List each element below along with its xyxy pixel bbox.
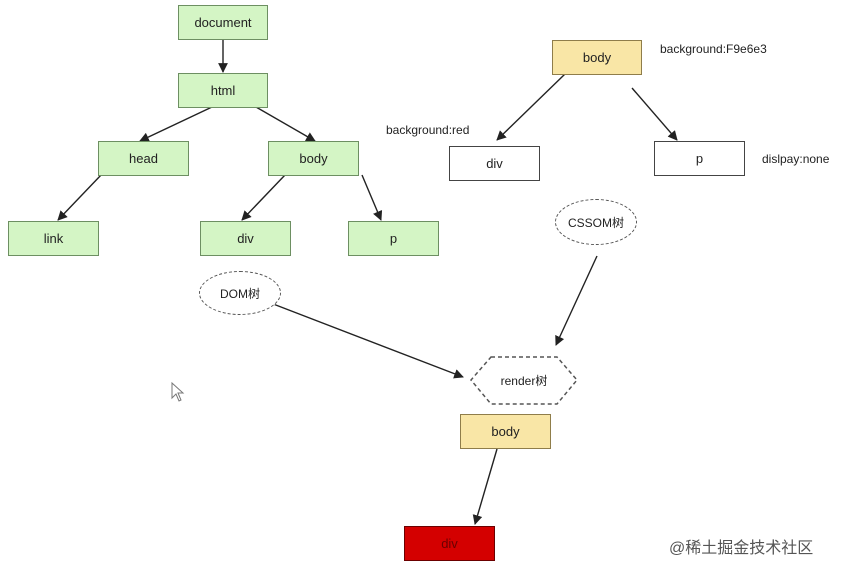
watermark: @稀土掘金技术社区 bbox=[669, 540, 814, 557]
render-node-body: body bbox=[460, 414, 551, 449]
mouse-cursor-icon bbox=[171, 381, 185, 402]
dom-node-link: link bbox=[8, 221, 99, 256]
dom-node-html: html bbox=[178, 73, 268, 108]
cssom-node-div: div bbox=[449, 146, 540, 181]
cssom-node-body: body bbox=[552, 40, 642, 75]
edge-dom-render bbox=[267, 301, 464, 379]
dom-node-document: document bbox=[178, 5, 268, 40]
dom-tree-label: DOM树 bbox=[199, 271, 281, 315]
render-tree-label: render树 bbox=[500, 374, 548, 388]
dom-node-p: p bbox=[348, 221, 439, 256]
dom-node-body: body bbox=[268, 141, 359, 176]
cssom-node-p: p bbox=[654, 141, 745, 176]
cssom-p-style: dislpay:none bbox=[762, 152, 830, 166]
edge-body-div bbox=[241, 174, 286, 221]
edge-cssbody-div bbox=[496, 73, 566, 141]
dom-node-div: div bbox=[200, 221, 291, 256]
edge-head-link bbox=[57, 173, 103, 221]
cssom-body-style: background:F9e6e3 bbox=[660, 42, 767, 56]
cssom-div-style: background:red bbox=[386, 123, 470, 137]
cssom-tree-label: CSSOM树 bbox=[555, 199, 637, 245]
edge-cssom-render bbox=[555, 255, 598, 346]
edge-html-head bbox=[139, 106, 213, 142]
edge-cssbody-p bbox=[631, 87, 678, 141]
dom-node-head: head bbox=[98, 141, 189, 176]
edge-renderbody-div bbox=[472, 448, 498, 525]
edge-html-body bbox=[255, 106, 316, 142]
render-tree-hexagon bbox=[470, 356, 578, 405]
render-node-div: div bbox=[404, 526, 495, 561]
edge-body-p bbox=[361, 174, 383, 221]
